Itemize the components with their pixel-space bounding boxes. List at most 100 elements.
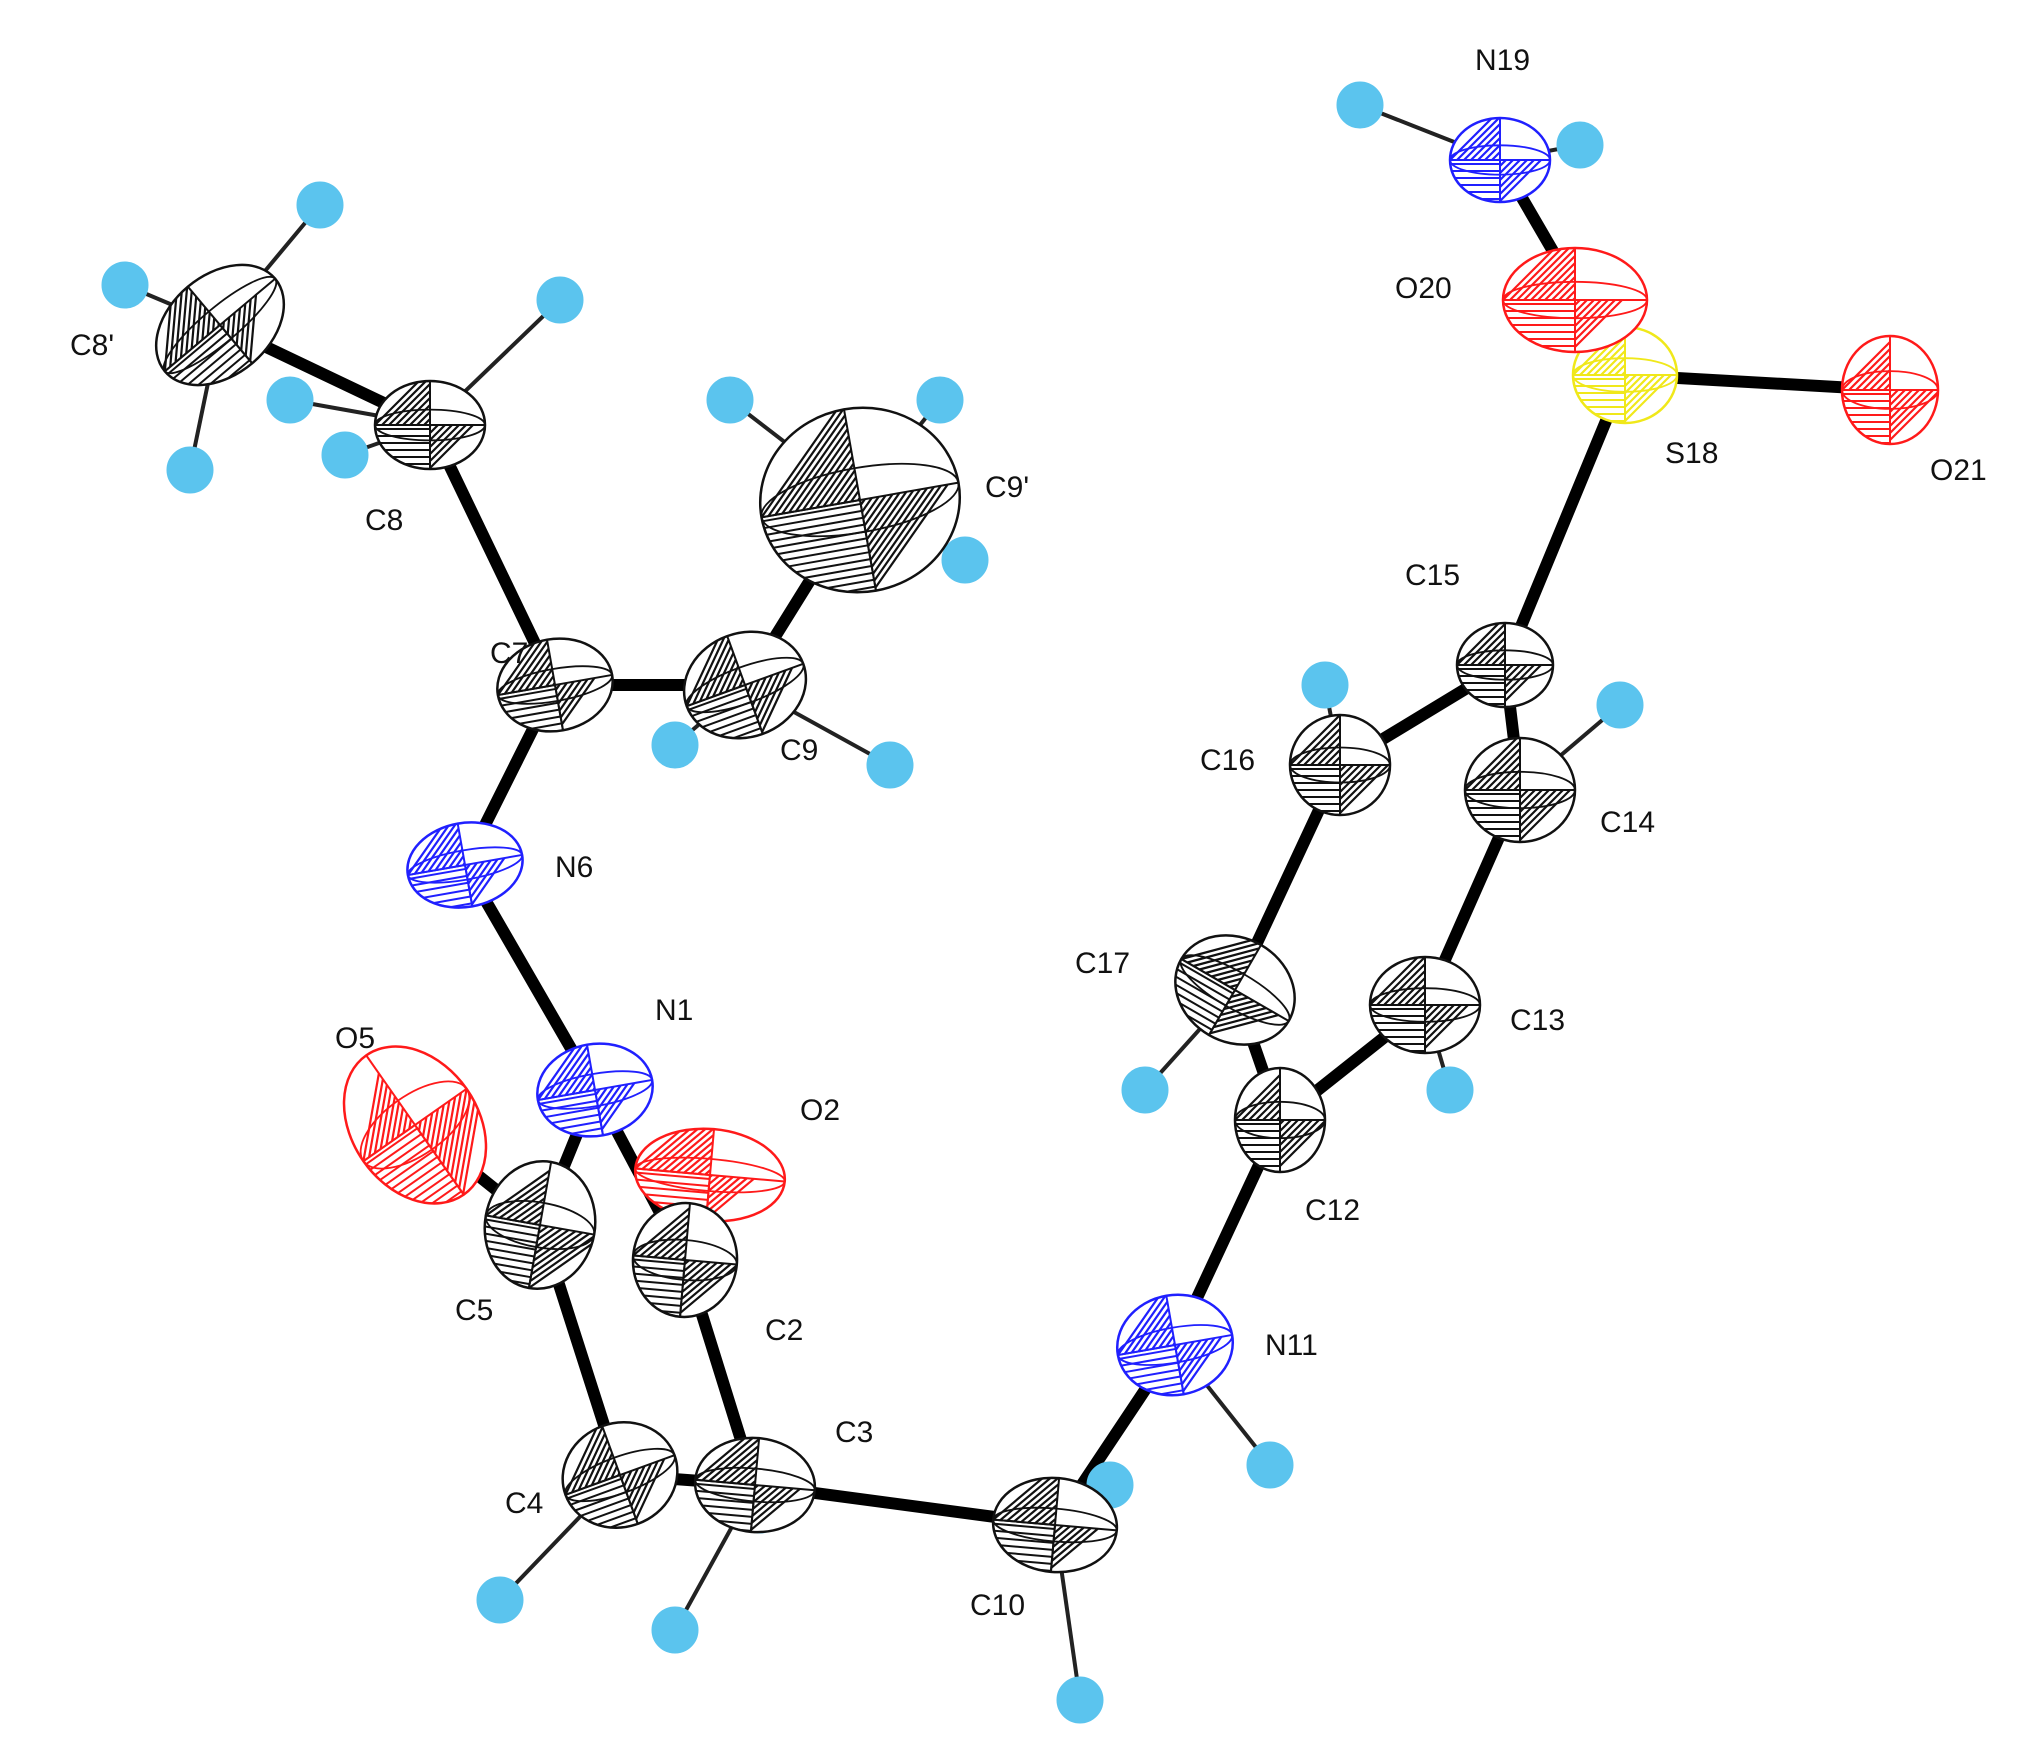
hydrogen-atom — [1596, 681, 1644, 729]
hydrogen-atom — [1426, 1066, 1474, 1114]
atom-label-c3: C3 — [835, 1416, 873, 1449]
atom-outline — [1233, 1066, 1327, 1174]
atom-c14 — [1463, 736, 1577, 844]
atom-outline — [496, 637, 614, 733]
principal-axis — [843, 409, 877, 591]
atom-n11 — [1115, 1287, 1235, 1402]
principal-axis — [704, 1129, 716, 1221]
bond-C8-C7 — [424, 419, 561, 691]
atom-outline — [1115, 1293, 1235, 1397]
atom-label-c8: C8 — [365, 504, 403, 537]
atom-n19 — [1448, 116, 1552, 204]
atoms-layer — [154, 116, 1940, 1574]
principal-axis — [527, 1161, 553, 1289]
atom-c5 — [475, 1160, 604, 1290]
atom-label-c13: C13 — [1510, 1004, 1565, 1037]
atom-label-c15: C15 — [1405, 559, 1460, 592]
atom-c8 — [373, 379, 487, 471]
atom-outline — [1501, 246, 1649, 354]
atom-o5 — [342, 1045, 488, 1229]
hydrogen-atom — [1556, 121, 1604, 169]
hydrogen-atom — [706, 376, 754, 424]
atom-label-o20: O20 — [1395, 272, 1452, 305]
hydrogen-atom — [266, 376, 314, 424]
hydrogen-atom — [916, 376, 964, 424]
hydrogen-atom — [651, 1606, 699, 1654]
atom-c4 — [561, 1420, 679, 1540]
atom-label-c8p: C8' — [70, 329, 114, 362]
hydrogen-atom — [321, 431, 369, 479]
atom-label-n11: N11 — [1265, 1329, 1318, 1362]
principal-axis — [586, 1044, 604, 1136]
atom-c13 — [1368, 955, 1482, 1055]
atom-outline — [631, 1201, 739, 1319]
atom-label-c5: C5 — [455, 1294, 493, 1327]
atom-label-s18: S18 — [1665, 437, 1718, 470]
principal-axis — [187, 286, 253, 364]
hydrogen-atoms-layer — [101, 81, 1644, 1724]
hydrogen-atom — [476, 1576, 524, 1624]
atom-outline — [483, 1160, 597, 1290]
atom-label-n19: N19 — [1475, 44, 1530, 77]
hydrogen-atom — [651, 721, 699, 769]
principal-axis — [1165, 1295, 1185, 1395]
principal-axis — [749, 1438, 761, 1532]
atom-label-c17: C17 — [1075, 947, 1130, 980]
atom-outline — [154, 263, 286, 387]
atom-label-c2: C2 — [765, 1314, 803, 1347]
principal-axis — [456, 823, 474, 907]
hydrogen-atom — [1246, 1441, 1294, 1489]
atom-label-n1: N1 — [655, 994, 693, 1027]
principal-axis — [1208, 944, 1262, 1036]
principal-axis — [365, 1054, 465, 1196]
atom-outline — [682, 630, 808, 740]
atom-c16 — [1288, 713, 1392, 817]
atom-label-c9: C9 — [780, 734, 818, 767]
hydrogen-bonds-layer — [124, 103, 1622, 1701]
atom-outline — [561, 1421, 679, 1529]
atom-outline — [758, 406, 962, 594]
atom-outline — [1463, 736, 1577, 844]
atom-label-c16: C16 — [1200, 744, 1255, 777]
atom-outline — [1174, 934, 1296, 1046]
hydrogen-atom — [536, 276, 584, 324]
hydrogen-atom — [166, 446, 214, 494]
principal-axis — [1049, 1478, 1061, 1572]
principal-axis — [679, 1203, 691, 1317]
atom-c3 — [691, 1432, 817, 1534]
atom-outline — [1368, 955, 1482, 1055]
atom-label-o21: O21 — [1930, 454, 1987, 487]
atom-c15 — [1455, 621, 1555, 709]
bond-C15-S18 — [1499, 369, 1631, 671]
octant-hatching — [564, 1420, 666, 1540]
atom-s18 — [1571, 325, 1679, 425]
atom-label-o2: O2 — [800, 1094, 840, 1127]
atom-label-c4: C4 — [505, 1487, 543, 1520]
atom-label-c7: C7 — [490, 637, 528, 670]
hydrogen-atom — [1301, 661, 1349, 709]
hydrogen-atom — [296, 181, 344, 229]
hydrogen-atom — [1056, 1676, 1104, 1724]
hydrogen-atom — [1336, 81, 1384, 129]
principal-axis — [601, 1425, 639, 1525]
atom-outline — [991, 1476, 1119, 1574]
atom-outline — [536, 1042, 654, 1138]
atom-n1 — [536, 1034, 654, 1140]
labels-layer: C8'C8C7C9C9'N6N1O5O2C5C2C4C3C10N11C12C13… — [70, 44, 1987, 1622]
atom-outline — [1288, 713, 1392, 817]
hydrogen-atom — [101, 261, 149, 309]
atom-outline — [342, 1045, 488, 1205]
atom-c17 — [1157, 934, 1296, 1046]
atom-outline — [373, 379, 487, 471]
atom-label-c10: C10 — [970, 1589, 1025, 1622]
atom-n6 — [406, 813, 524, 915]
atom-c9 — [682, 626, 808, 751]
atom-label-c9p: C9' — [985, 471, 1029, 504]
atom-outline — [1840, 334, 1940, 446]
atom-c12 — [1233, 1066, 1327, 1174]
principal-axis — [546, 639, 564, 731]
atom-o2 — [631, 1122, 787, 1223]
atom-label-c14: C14 — [1600, 806, 1655, 839]
atom-outline — [1455, 621, 1555, 709]
